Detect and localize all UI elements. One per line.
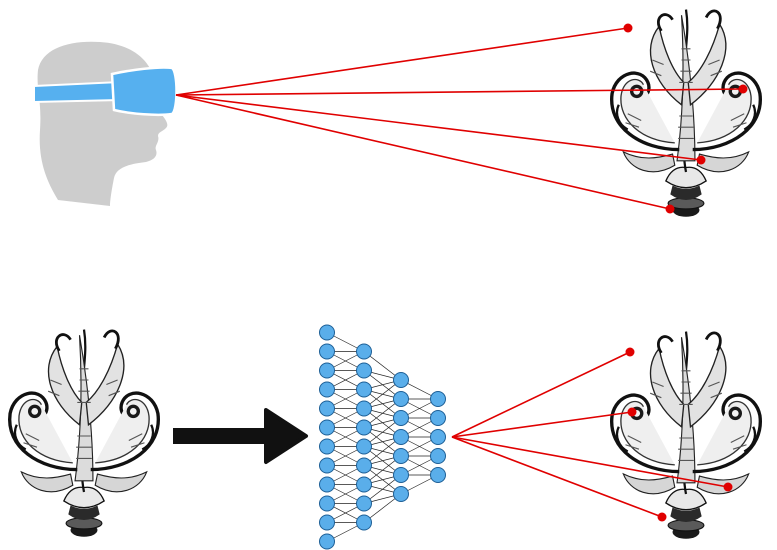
network-node — [319, 476, 335, 493]
network-node — [430, 467, 446, 483]
gaze-line — [175, 94, 671, 210]
network-node — [393, 429, 409, 445]
gaze-point — [627, 407, 637, 417]
network-node — [319, 324, 335, 341]
bottom-row-prediction — [7, 324, 763, 550]
network-node — [356, 495, 372, 512]
network-node — [393, 391, 409, 407]
gaze-point — [625, 347, 635, 357]
network-node — [319, 362, 335, 379]
gaze-point — [738, 84, 748, 94]
gaze-point — [723, 482, 733, 492]
network-node — [393, 467, 409, 483]
network-node — [356, 457, 372, 474]
network-node — [319, 419, 335, 436]
network-node — [319, 457, 335, 474]
gaze-point — [696, 155, 706, 165]
headset-visor — [110, 66, 178, 117]
network-node — [319, 533, 335, 550]
network-nodes — [319, 324, 446, 550]
vr-headset-head-icon — [33, 41, 178, 206]
acanthus-ornament-icon — [7, 327, 161, 539]
gaze-point — [657, 512, 667, 522]
network-node — [319, 514, 335, 531]
network-node — [319, 438, 335, 455]
network-node — [393, 410, 409, 426]
gaze-line — [451, 436, 729, 488]
network-node — [356, 400, 372, 417]
gaze-line — [451, 436, 663, 518]
network-node — [319, 381, 335, 398]
gaze-point — [665, 204, 675, 214]
network-node — [356, 381, 372, 398]
network-node — [356, 362, 372, 379]
network-node — [430, 429, 446, 445]
acanthus-ornament-icon — [609, 7, 763, 219]
gaze-line — [451, 351, 631, 438]
arrow-head — [264, 408, 308, 464]
network-node — [319, 343, 335, 360]
network-node — [356, 476, 372, 493]
network-node — [393, 372, 409, 388]
network-node — [430, 448, 446, 464]
headset-strap — [33, 80, 121, 104]
arrow-shaft — [173, 428, 273, 444]
acanthus-ornament-icon — [609, 329, 763, 541]
gaze-line — [175, 94, 702, 161]
gaze-line — [175, 27, 629, 96]
network-node — [356, 438, 372, 455]
network-node — [356, 343, 372, 360]
gaze-point — [623, 23, 633, 33]
network-node — [393, 448, 409, 464]
network-node — [356, 419, 372, 436]
gaze-lines-top — [175, 23, 748, 214]
network-node — [430, 410, 446, 426]
network-node — [430, 391, 446, 407]
neural-network-icon — [319, 324, 446, 550]
right-arrow-icon — [173, 408, 308, 464]
network-node — [356, 514, 372, 531]
gaze-lines-bottom — [451, 347, 733, 522]
gaze-line — [175, 88, 744, 96]
head-silhouette — [37, 41, 168, 206]
network-node — [319, 495, 335, 512]
network-node — [393, 486, 409, 502]
top-row-viewer — [33, 7, 763, 219]
network-node — [319, 400, 335, 417]
network-edges — [326, 332, 439, 542]
gaze-line — [451, 411, 633, 438]
